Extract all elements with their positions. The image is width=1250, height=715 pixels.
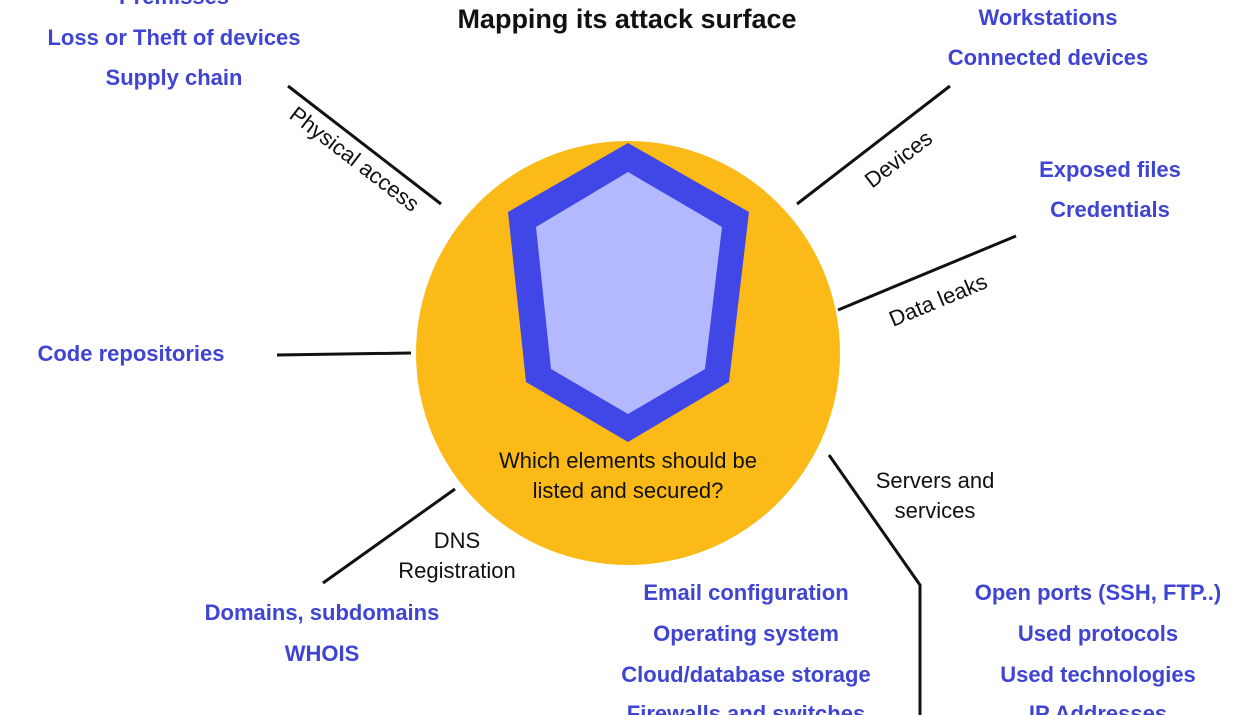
branch-label-dns-line2: Registration (398, 558, 515, 583)
item-credentials: Credentials (1050, 197, 1170, 222)
item-whois: WHOIS (285, 641, 360, 666)
item-loss-or-theft: Loss or Theft of devices (47, 25, 300, 50)
item-workstations: Workstations (979, 5, 1118, 30)
item-connected-devices: Connected devices (948, 45, 1149, 70)
connector-servers (827, 454, 922, 715)
center-question-line2: listed and secured? (533, 478, 724, 503)
diagram-title: Mapping its attack surface (457, 4, 796, 34)
item-operating-system: Operating system (653, 621, 839, 646)
connector-devices (796, 84, 951, 206)
branch-label-data-leaks: Data leaks (885, 269, 991, 332)
connector-dns (322, 487, 456, 585)
item-premisses: Premisses (119, 0, 229, 9)
connector-data-leaks (837, 234, 1017, 312)
branch-label-physical-access: Physical access (285, 101, 424, 216)
center-question-line1: Which elements should be (499, 448, 757, 473)
item-email-configuration: Email configuration (643, 580, 848, 605)
item-used-protocols: Used protocols (1018, 621, 1178, 646)
connector-code-repositories (276, 351, 412, 357)
item-used-technologies: Used technologies (1000, 662, 1196, 687)
branch-label-devices: Devices (860, 125, 937, 193)
branch-label-dns-line1: DNS (434, 528, 480, 553)
item-domains-subdomains: Domains, subdomains (205, 600, 440, 625)
connector-physical-access (287, 84, 442, 206)
item-firewalls-and-switches: Firewalls and switches (627, 701, 865, 715)
item-open-ports: Open ports (SSH, FTP..) (975, 580, 1222, 605)
item-code-repositories: Code repositories (37, 341, 224, 366)
item-exposed-files: Exposed files (1039, 157, 1181, 182)
shield-inner (536, 172, 722, 414)
item-ip-addresses: IP Addresses (1029, 701, 1167, 715)
shield-icon (508, 143, 749, 442)
branch-label-servers-line2: services (895, 498, 976, 523)
item-supply-chain: Supply chain (106, 65, 243, 90)
item-cloud-database-storage: Cloud/database storage (621, 662, 870, 687)
branch-label-servers-line1: Servers and (876, 468, 995, 493)
